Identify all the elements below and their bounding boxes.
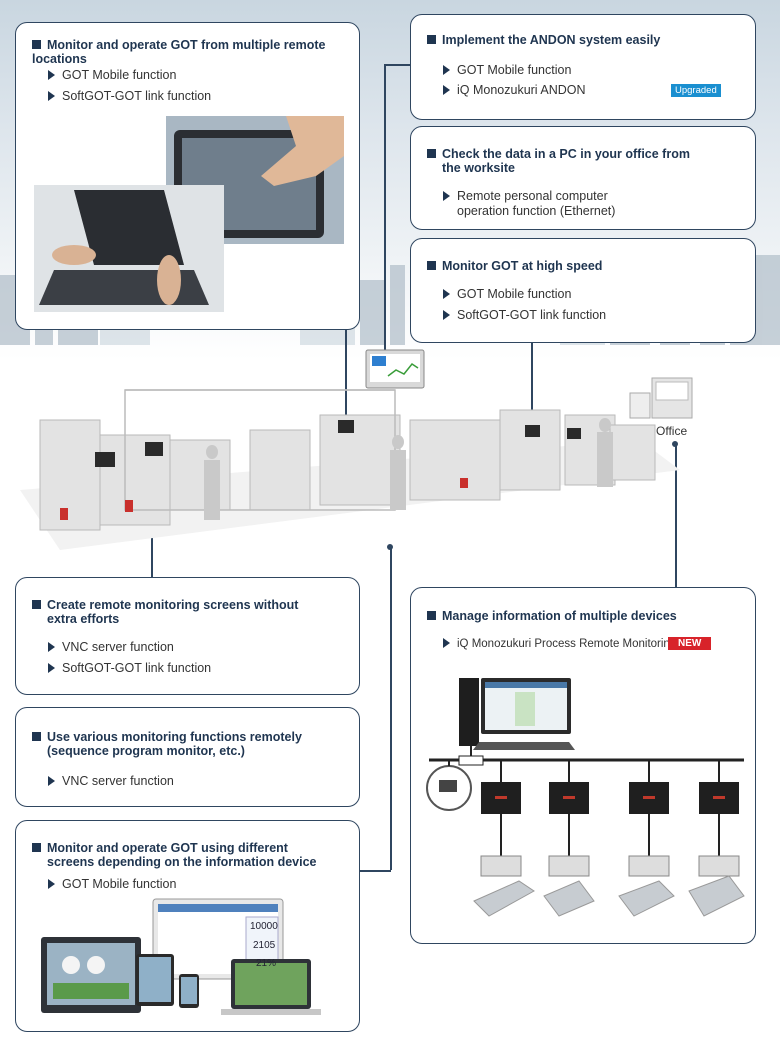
- connector-highspeed: [531, 343, 533, 433]
- network-diagram: [426, 678, 745, 917]
- laptop-photo: [34, 185, 224, 312]
- upgraded-badge: Upgraded: [671, 84, 721, 97]
- connector-office: [675, 445, 677, 588]
- office-label: Office: [656, 424, 688, 438]
- bullet-square-icon: [32, 600, 41, 609]
- new-badge: NEW: [668, 637, 712, 650]
- connector-different: [390, 548, 392, 870]
- triangle-bullet-icon: [443, 638, 450, 648]
- box-different-screens: Monitor and operate GOT using different …: [15, 820, 360, 1032]
- box-title: Monitor and operate GOT from multiple re…: [32, 38, 326, 66]
- connector-different-h: [358, 870, 391, 872]
- box-office-pc: Check the data in a PC in your office fr…: [410, 126, 756, 230]
- connector-remote: [345, 330, 347, 420]
- feature-item: SoftGOT-GOT link function: [48, 661, 211, 676]
- triangle-bullet-icon: [48, 663, 55, 673]
- feature-item: GOT Mobile function: [48, 68, 176, 83]
- box-sequence-monitor: Use various monitoring functions remotel…: [15, 707, 360, 807]
- feature-item: iQ Monozukuri Process Remote Monitoring: [443, 637, 676, 652]
- feature-item: VNC server function: [48, 774, 174, 789]
- connector-dot-office: [672, 441, 678, 447]
- triangle-bullet-icon: [48, 642, 55, 652]
- box-title: Monitor GOT at high speed: [427, 259, 602, 273]
- screen-value-2: 2105: [253, 940, 276, 951]
- screen-value-3: 21%: [256, 958, 277, 969]
- feature-item: VNC server function: [48, 640, 174, 655]
- triangle-bullet-icon: [443, 289, 450, 299]
- box-title-line2: screens depending on the information dev…: [47, 855, 317, 869]
- box-title: Monitor and operate GOT using different: [32, 841, 288, 855]
- feature-item: GOT Mobile function: [443, 287, 571, 302]
- triangle-bullet-icon: [443, 310, 450, 320]
- feature-item: GOT Mobile function: [443, 63, 571, 78]
- feature-item: SoftGOT-GOT link function: [48, 89, 211, 104]
- bullet-square-icon: [32, 732, 41, 741]
- connector-dot-different: [387, 544, 393, 550]
- feature-item: iQ Monozukuri ANDON: [443, 83, 586, 98]
- box-title: Use various monitoring functions remotel…: [32, 730, 302, 744]
- box-title-line2: extra efforts: [47, 612, 120, 626]
- screen-value-1: 10000: [250, 921, 278, 932]
- box-create-screens: Create remote monitoring screens without…: [15, 577, 360, 695]
- bullet-square-icon: [427, 261, 436, 270]
- office-pc-image: [629, 377, 693, 419]
- triangle-bullet-icon: [443, 191, 450, 201]
- feature-item: SoftGOT-GOT link function: [443, 308, 606, 323]
- triangle-bullet-icon: [48, 879, 55, 889]
- connector-andon-vertical: [384, 64, 386, 354]
- box-title-line2: the worksite: [442, 161, 515, 175]
- got-panel-image: [365, 349, 425, 389]
- feature-item: GOT Mobile function: [48, 877, 176, 892]
- bullet-square-icon: [32, 40, 41, 49]
- triangle-bullet-icon: [48, 776, 55, 786]
- box-multiple-devices: Manage information of multiple devices i…: [410, 587, 756, 944]
- triangle-bullet-icon: [48, 91, 55, 101]
- devices-illustration: [41, 898, 321, 1015]
- bullet-square-icon: [427, 149, 436, 158]
- feature-item-line2: operation function (Ethernet): [457, 204, 616, 218]
- factory-illustration: [20, 389, 680, 550]
- box-title: Check the data in a PC in your office fr…: [427, 147, 690, 161]
- triangle-bullet-icon: [443, 65, 450, 75]
- triangle-bullet-icon: [48, 70, 55, 80]
- bullet-square-icon: [427, 35, 436, 44]
- box-title: Implement the ANDON system easily: [427, 33, 660, 47]
- box-title-line2: (sequence program monitor, etc.): [47, 744, 245, 758]
- box-high-speed: Monitor GOT at high speed GOT Mobile fun…: [410, 238, 756, 343]
- box-title: Create remote monitoring screens without: [32, 598, 298, 612]
- feature-item: Remote personal computer: [443, 189, 608, 204]
- bullet-square-icon: [427, 611, 436, 620]
- box-title: Manage information of multiple devices: [427, 609, 677, 623]
- box-remote-locations: Monitor and operate GOT from multiple re…: [15, 22, 360, 330]
- box-andon: Implement the ANDON system easily GOT Mo…: [410, 14, 756, 120]
- connector-andon: [384, 64, 412, 66]
- bullet-square-icon: [32, 843, 41, 852]
- triangle-bullet-icon: [443, 85, 450, 95]
